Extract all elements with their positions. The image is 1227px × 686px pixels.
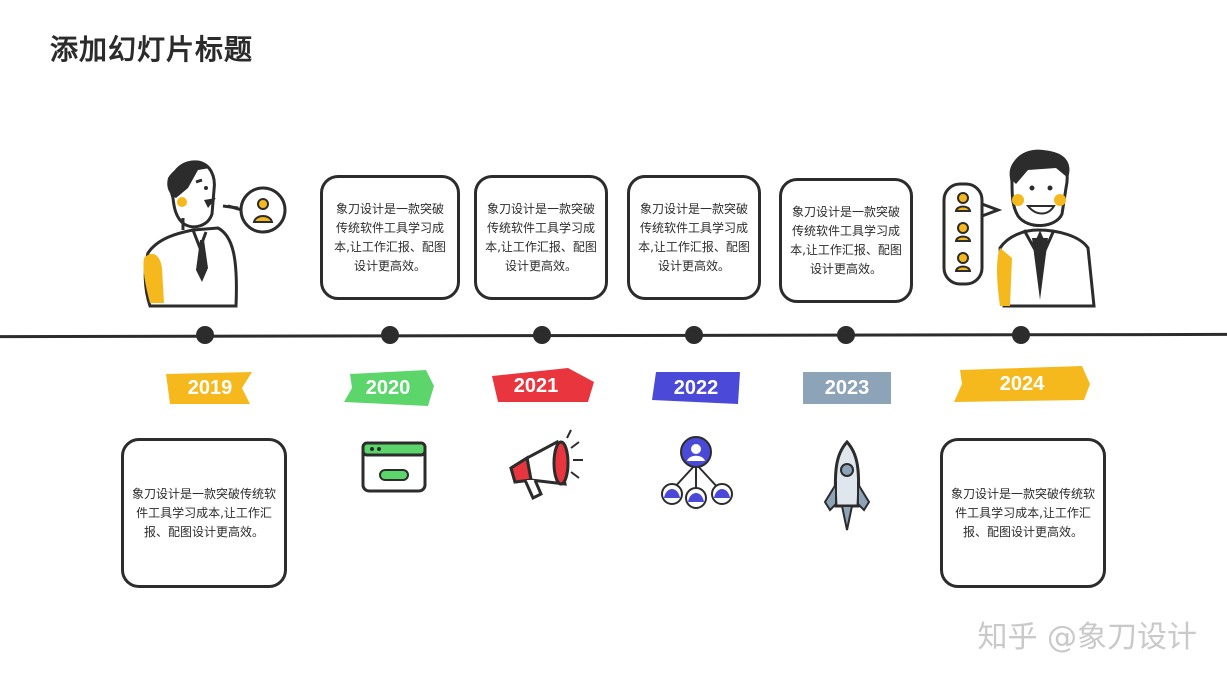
year-badge-2020: 2020 <box>340 368 436 408</box>
badge-shape <box>954 366 1090 402</box>
year-badge-2024: 2024 <box>952 364 1092 404</box>
year-badge-2021: 2021 <box>488 366 594 406</box>
badge-shape <box>344 370 434 406</box>
text-box-2022: 象刀设计是一款突破传统软件工具学习成本,让工作汇报、配图设计更高效。 <box>627 175 761 300</box>
watermark: 知乎 @象刀设计 <box>977 620 1197 655</box>
year-badge-2023: 2023 <box>799 368 895 408</box>
badge-shape <box>166 372 252 404</box>
slide-title: 添加幻灯片标题 <box>50 33 254 66</box>
badge-shape <box>652 372 740 404</box>
timeline-dot-2024 <box>1012 326 1030 344</box>
text-box-2019: 象刀设计是一款突破传统软件工具学习成本,让工作汇报、配图设计更高效。 <box>121 438 287 588</box>
businessman-illustration <box>942 149 1096 308</box>
rocket-icon <box>823 440 871 531</box>
timeline-dot-2023 <box>837 326 855 344</box>
network-people-icon <box>661 436 733 509</box>
timeline-line <box>0 332 1227 339</box>
text-box-2021: 象刀设计是一款突破传统软件工具学习成本,让工作汇报、配图设计更高效。 <box>474 175 608 300</box>
year-badge-2022: 2022 <box>648 368 744 408</box>
year-badge-2019: 2019 <box>162 368 258 408</box>
man-speaking-illustration <box>143 160 287 308</box>
text-box-2024: 象刀设计是一款突破传统软件工具学习成本,让工作汇报、配图设计更高效。 <box>940 438 1106 588</box>
text-box-2023: 象刀设计是一款突破传统软件工具学习成本,让工作汇报、配图设计更高效。 <box>779 178 913 303</box>
timeline-dot-2021 <box>533 326 551 344</box>
timeline-dot-2019 <box>196 326 214 344</box>
timeline-dot-2022 <box>685 326 703 344</box>
megaphone-icon <box>509 429 583 501</box>
text-box-2020: 象刀设计是一款突破传统软件工具学习成本,让工作汇报、配图设计更高效。 <box>320 175 460 300</box>
timeline-dot-2020 <box>381 326 399 344</box>
browser-window-icon <box>361 441 427 493</box>
badge-shape <box>492 368 594 402</box>
badge-shape <box>803 372 891 404</box>
